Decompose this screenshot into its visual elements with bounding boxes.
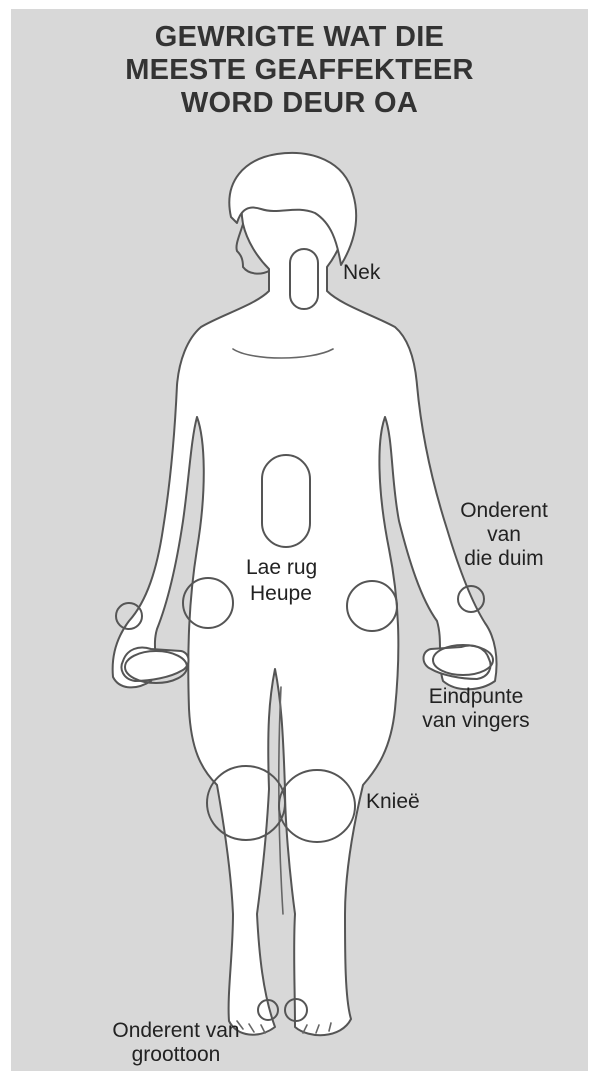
- label-thumb-base-line-2: van: [439, 523, 569, 547]
- label-big-toe-base-line-1: Onderent van: [91, 1019, 261, 1043]
- label-lower-back: Lae rug: [246, 556, 317, 580]
- label-thumb-base-line-1: Onderent: [439, 499, 569, 523]
- diagram-panel: GEWRIGTE WAT DIE MEESTE GEAFFEKTEER WORD…: [11, 9, 588, 1071]
- label-fingertips-line-2: van vingers: [391, 709, 561, 733]
- label-thumb-base-line-3: die duim: [439, 547, 569, 571]
- label-hips: Heupe: [250, 582, 312, 606]
- label-neck: Nek: [343, 261, 380, 285]
- label-thumb-base: Onderent van die duim: [439, 499, 569, 571]
- label-fingertips: Eindpunte van vingers: [391, 685, 561, 733]
- label-big-toe-base: Onderent van groottoon: [91, 1019, 261, 1067]
- label-fingertips-line-1: Eindpunte: [391, 685, 561, 709]
- label-big-toe-base-line-2: groottoon: [91, 1043, 261, 1067]
- label-knees: Knieë: [366, 790, 420, 814]
